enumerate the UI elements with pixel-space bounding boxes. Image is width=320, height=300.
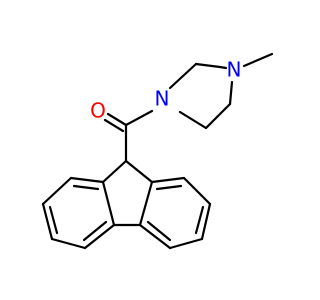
bond-l3-inner	[48, 205, 59, 235]
fluorene-right-benzene	[138, 176, 212, 250]
bond-r5-inner	[146, 220, 172, 242]
bond-l5-inner	[82, 220, 108, 242]
bond-c9-right	[124, 159, 154, 184]
bond-n1-c2	[168, 62, 198, 90]
bond-c6-n1	[178, 110, 208, 130]
fluorene-left-benzene	[41, 176, 116, 250]
bond-r3	[200, 202, 212, 241]
bond-n4-c5	[228, 80, 234, 106]
bond-carbonyl-double-a	[106, 112, 128, 127]
bond-l2	[41, 176, 73, 206]
bond-c2-c3	[194, 62, 222, 69]
bond-l1	[69, 176, 105, 184]
bond-l3	[41, 202, 54, 241]
bond-r4	[168, 237, 204, 250]
bond-r6	[138, 180, 154, 227]
bond-c5-c6	[204, 102, 232, 130]
bond-n-methyl	[242, 52, 274, 68]
bond-r1	[150, 176, 186, 184]
molecule-drawing: O N N	[41, 52, 274, 250]
piperazine-ring	[168, 62, 234, 130]
bond-c9-left	[101, 159, 128, 184]
bond-c3-n4	[218, 65, 228, 70]
oxygen-atom-label: O	[90, 99, 106, 123]
bond-l1-inner	[72, 184, 100, 191]
bond-l5	[83, 223, 116, 250]
carbonyl-group	[103, 112, 128, 133]
structure-canvas: O N N	[41, 52, 274, 250]
bond-r5	[138, 223, 172, 250]
bond-carbonyl-double-b	[103, 118, 125, 133]
amide-nitrogen-atom-label: N	[155, 87, 170, 111]
bond-l6	[101, 180, 116, 227]
fluorene-five-ring	[101, 159, 154, 227]
bond-r2	[182, 176, 212, 206]
methyl-nitrogen-atom-label: N	[227, 58, 242, 82]
bond-r1-inner	[155, 184, 183, 191]
bond-l4	[50, 237, 87, 250]
bond-carbonyl-n	[124, 109, 154, 127]
bond-r3-inner	[194, 205, 205, 235]
